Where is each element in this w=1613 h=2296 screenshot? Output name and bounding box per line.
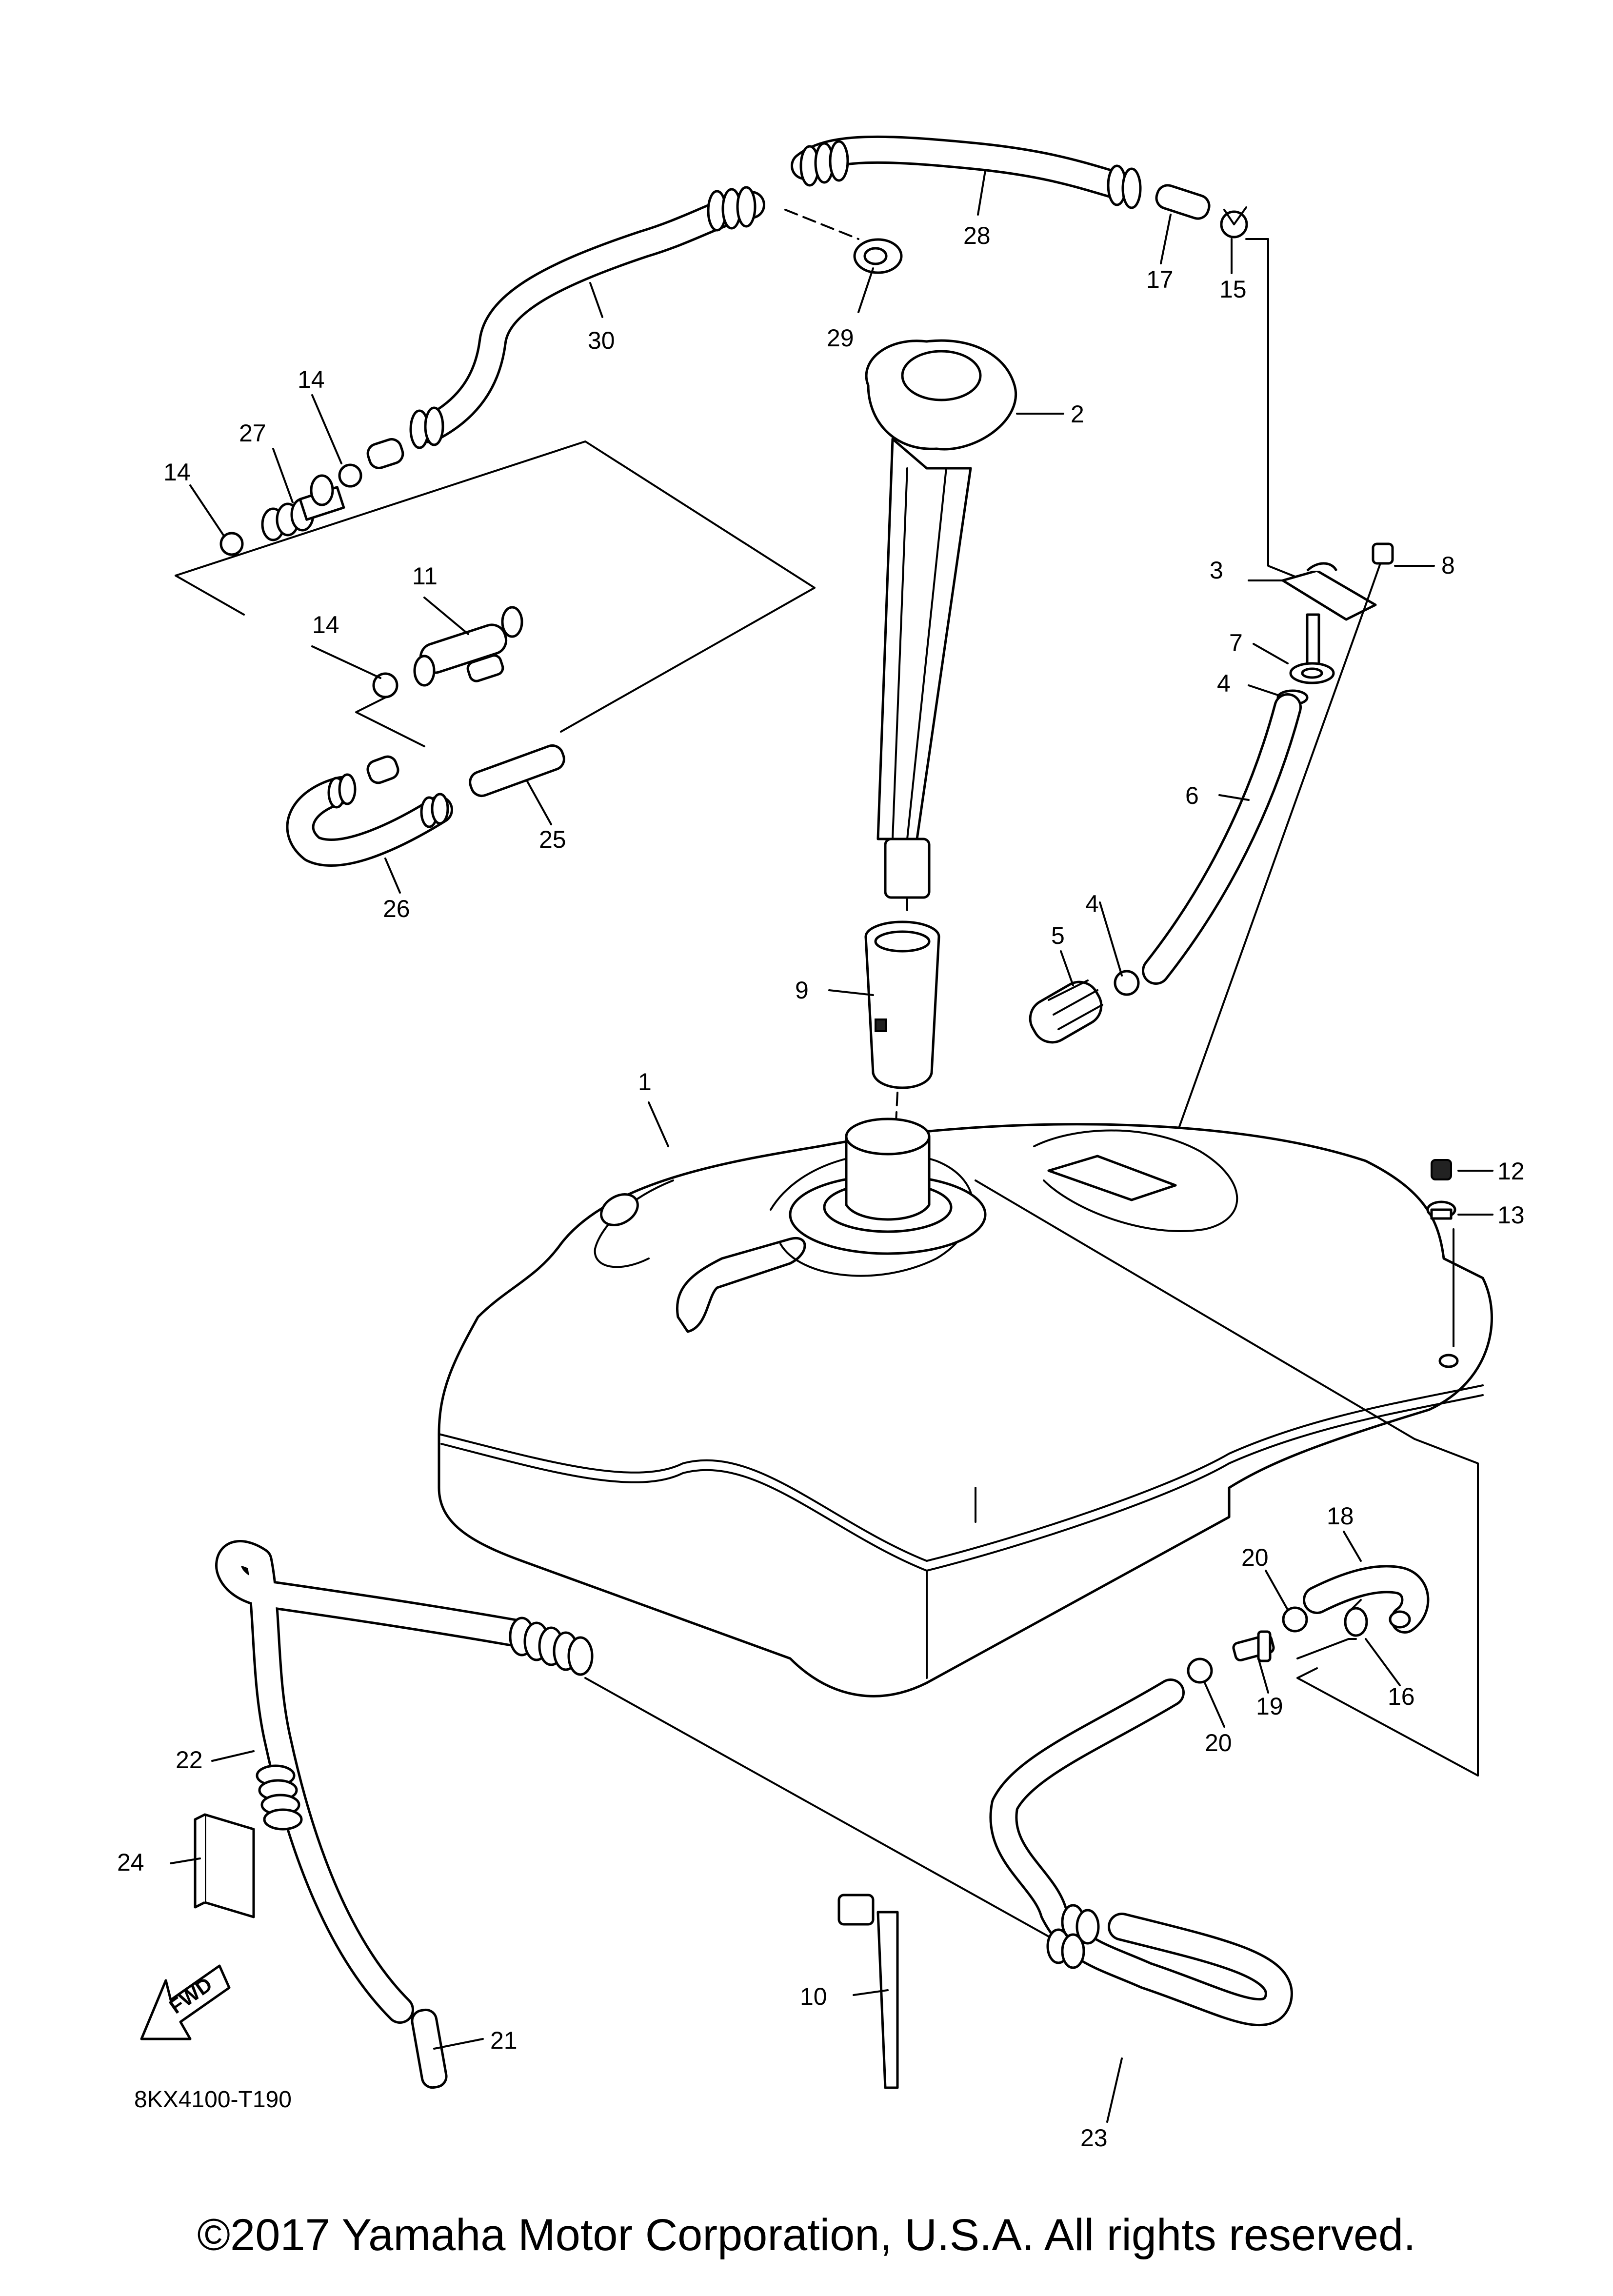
- callout-14-c[interactable]: 14: [312, 611, 339, 639]
- pipe-short: [366, 438, 404, 469]
- callouts: 1 2 3 4 4 5 6 7 8 9 10 11 12 13 14 14 14…: [117, 222, 1525, 2152]
- bolt-8: [1365, 542, 1394, 606]
- callout-20-b[interactable]: 20: [1205, 1729, 1232, 1757]
- callout-29[interactable]: 29: [827, 324, 854, 352]
- callout-22[interactable]: 22: [176, 1746, 203, 1774]
- hose-18: [1303, 1565, 1430, 1634]
- callout-8[interactable]: 8: [1441, 552, 1455, 579]
- callout-24[interactable]: 24: [117, 1849, 144, 1876]
- callout-14-b[interactable]: 14: [298, 366, 325, 393]
- band-10: [837, 1894, 899, 2089]
- hose-6: [1142, 693, 1302, 985]
- clip-15: [1220, 206, 1248, 239]
- clip-20-a: [1282, 1606, 1308, 1633]
- callout-3[interactable]: 3: [1210, 557, 1223, 584]
- clip-20-b: [1187, 1657, 1213, 1684]
- fuel-sender-2: [865, 339, 1017, 899]
- hose-23: [989, 1678, 1293, 2027]
- clip-4-b: [1114, 970, 1140, 996]
- callout-9[interactable]: 9: [795, 977, 809, 1004]
- callout-26[interactable]: 26: [383, 895, 410, 922]
- pipe-27: [261, 474, 345, 541]
- fuel-tank-1: [438, 1118, 1493, 1697]
- callout-15[interactable]: 15: [1219, 276, 1247, 303]
- callout-20-a[interactable]: 20: [1241, 1544, 1269, 1571]
- callout-30[interactable]: 30: [588, 327, 615, 354]
- callout-13[interactable]: 13: [1497, 1201, 1525, 1229]
- callout-10[interactable]: 10: [800, 1983, 827, 2010]
- callout-19[interactable]: 19: [1256, 1693, 1283, 1720]
- callout-12[interactable]: 12: [1497, 1158, 1525, 1185]
- callout-17[interactable]: 17: [1146, 266, 1174, 293]
- drawing-code: 8KX4100-T190: [134, 2087, 292, 2113]
- washer-7: [1289, 662, 1335, 684]
- callout-27[interactable]: 27: [239, 419, 266, 447]
- pad-24: [194, 1813, 255, 1918]
- callout-18[interactable]: 18: [1327, 1502, 1354, 1530]
- grommet-13: [1426, 1200, 1456, 1220]
- plate-3: [1281, 562, 1377, 670]
- clip-14-a: [219, 532, 244, 556]
- leader-lines: [170, 170, 1494, 2123]
- callout-1[interactable]: 1: [638, 1068, 652, 1096]
- copyright-notice: ©2017 Yamaha Motor Corporation, U.S.A. A…: [197, 2210, 1416, 2260]
- pipe-25: [469, 744, 565, 797]
- forward-arrow-icon: FWD: [140, 1964, 231, 2040]
- callout-2[interactable]: 2: [1071, 400, 1084, 428]
- hose-end-21: [411, 2008, 448, 2089]
- hose-clamp-29: [784, 209, 903, 274]
- nut-12: [1431, 1159, 1452, 1180]
- clip-14-b: [338, 463, 362, 488]
- callout-21[interactable]: 21: [490, 2027, 518, 2054]
- hose-22: [215, 1540, 594, 2024]
- callout-14-a[interactable]: 14: [163, 459, 191, 486]
- callout-5[interactable]: 5: [1051, 922, 1065, 949]
- fuel-filter-5: [1029, 979, 1103, 1044]
- joint-11: [413, 606, 523, 687]
- pipe-17: [1155, 184, 1211, 220]
- clip-16: [1344, 1599, 1368, 1637]
- hose-ribs: [409, 140, 1142, 449]
- bolt-19: [1232, 1630, 1275, 1662]
- callout-23[interactable]: 23: [1080, 2124, 1108, 2152]
- callout-28[interactable]: 28: [963, 222, 991, 249]
- callout-25[interactable]: 25: [539, 826, 566, 853]
- callout-6[interactable]: 6: [1185, 782, 1199, 809]
- callout-7[interactable]: 7: [1229, 629, 1243, 657]
- callout-11[interactable]: 11: [412, 562, 438, 590]
- filter-9: [864, 920, 940, 1089]
- callout-16[interactable]: 16: [1388, 1683, 1415, 1710]
- callout-4-b[interactable]: 4: [1085, 890, 1099, 918]
- vent-hose-30: [415, 191, 765, 443]
- hose-26: [286, 755, 453, 867]
- callout-4-a[interactable]: 4: [1217, 670, 1231, 697]
- vent-hose-28: [791, 135, 1131, 200]
